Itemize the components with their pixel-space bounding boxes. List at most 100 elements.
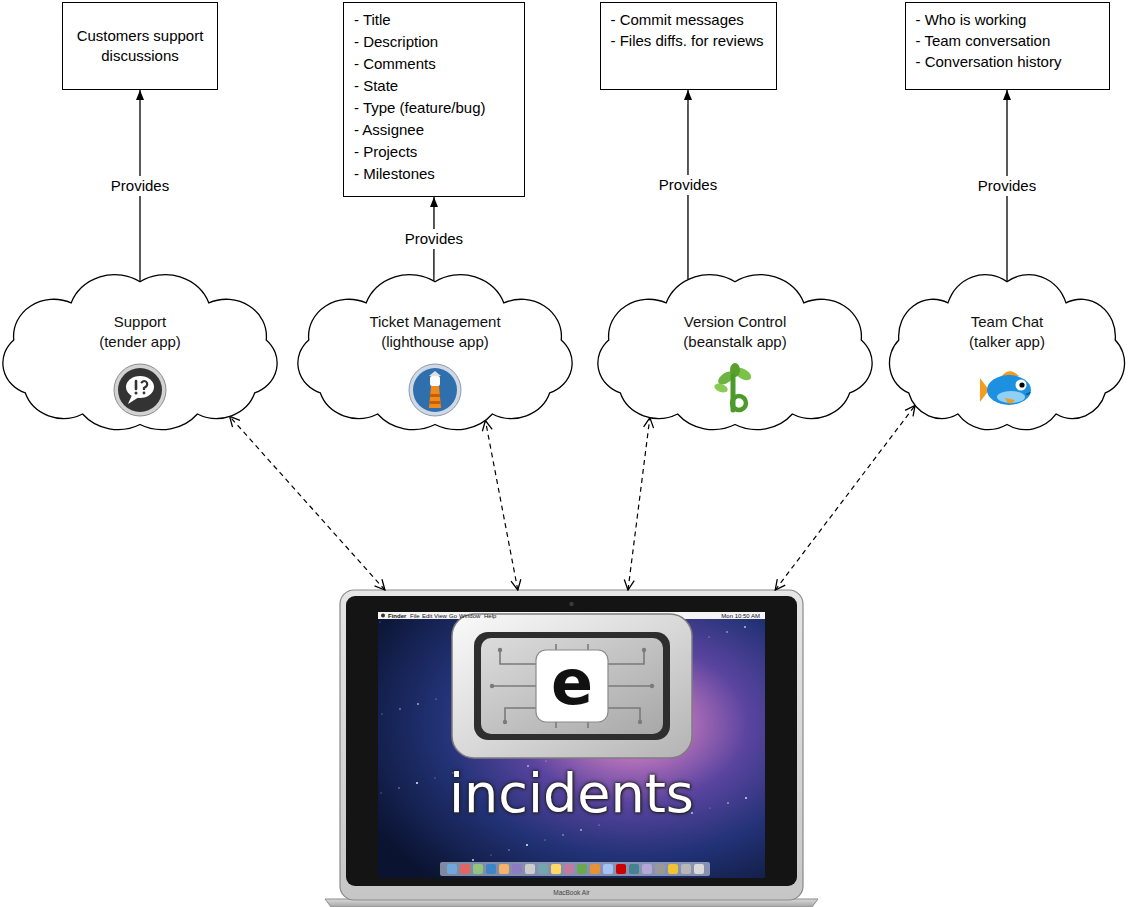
box-text: - Team conversation <box>916 30 1099 51</box>
circuit-trace <box>500 650 536 664</box>
service-cloud: Team Chat(talker app) <box>887 268 1127 433</box>
menu-item: Finder <box>388 613 406 619</box>
laptop-app: incidents <box>340 590 803 907</box>
circuit-trace <box>505 708 536 722</box>
icon-part <box>143 392 146 395</box>
icon-part <box>135 381 138 389</box>
dock-icon <box>590 864 600 874</box>
star <box>726 631 728 633</box>
icon-part <box>713 382 729 394</box>
dock-icon <box>629 864 639 874</box>
circuit-pad <box>503 720 507 724</box>
dock-icon <box>603 864 613 874</box>
star <box>417 703 419 705</box>
star <box>727 802 729 804</box>
circuit-pad <box>642 648 646 652</box>
screen-bezel <box>346 596 797 886</box>
model-name: MacBook Air <box>553 890 590 897</box>
icon-part <box>429 371 441 376</box>
logo-tile <box>536 650 608 722</box>
box-text: - Files diffs. for reviews <box>611 30 766 51</box>
icon-part <box>409 364 461 416</box>
star <box>508 849 510 851</box>
sync-arrow <box>628 418 650 590</box>
cloud-label: Team Chat(talker app) <box>887 312 1127 352</box>
menu-item: File <box>410 613 420 619</box>
menu-item: Edit <box>422 613 432 619</box>
star <box>580 829 582 831</box>
dock-bar <box>440 862 710 876</box>
dock-icon <box>486 864 496 874</box>
info-box: Customers support discussions <box>62 2 218 90</box>
dock-icons <box>447 864 704 874</box>
dock-icon <box>668 864 678 874</box>
icon-part <box>413 368 457 412</box>
box-text: - Assignee <box>354 119 514 141</box>
icon-part <box>1026 392 1030 394</box>
star <box>710 808 711 809</box>
box-text: - State <box>354 75 514 97</box>
service-cloud: Support(tender app) <box>0 268 280 433</box>
menu-item: Window <box>459 613 480 619</box>
star <box>545 840 546 841</box>
circuit-traces <box>492 644 652 728</box>
edge-label: Provides <box>655 175 721 195</box>
dock-icon <box>681 864 691 874</box>
star <box>435 778 436 779</box>
star <box>546 761 547 762</box>
star <box>436 699 437 700</box>
icon-part <box>430 401 441 404</box>
dock-icon <box>655 864 665 874</box>
circuit-pad <box>638 720 642 724</box>
icon-part <box>118 368 162 412</box>
app-name: incidents <box>340 762 803 827</box>
desktop-wallpaper <box>378 612 765 878</box>
edge-label: Provides <box>107 176 173 196</box>
box-text: - Commit messages <box>611 9 766 30</box>
app-icon <box>979 362 1035 418</box>
star <box>744 626 746 628</box>
cloud-shape <box>889 275 1124 430</box>
dock-icon <box>525 864 535 874</box>
circuit-pad <box>650 684 654 688</box>
circuit-trace <box>555 644 557 650</box>
info-box: - Title- Description- Comments- State- T… <box>343 2 525 197</box>
circuit-trace <box>608 708 640 722</box>
chip-frame <box>452 614 692 758</box>
menu-item: Help <box>484 613 496 619</box>
cloud-text: Support <box>0 312 280 332</box>
sync-arrow <box>485 421 517 590</box>
icon-part <box>1016 380 1027 391</box>
info-box: - Commit messages- Files diffs. for revi… <box>600 2 777 90</box>
app-icon <box>407 362 463 418</box>
star <box>416 782 418 784</box>
circuit-pads <box>490 648 654 724</box>
box-text: - Title <box>354 9 514 31</box>
circuit-trace <box>608 650 644 664</box>
cloud-label: Ticket Management(lighthouse app) <box>295 312 575 352</box>
box-text: - Who is working <box>916 9 1099 30</box>
laptop-lid <box>340 590 803 900</box>
sync-arrow <box>775 405 915 590</box>
camera-dot <box>569 602 573 606</box>
dock-icon <box>551 864 561 874</box>
icon-part <box>987 375 1031 405</box>
icon-part <box>135 392 138 395</box>
box-text: - Type (feature/bug) <box>354 97 514 119</box>
dock-icon <box>616 864 626 874</box>
service-cloud: Ticket Management(lighthouse app) <box>295 268 575 433</box>
cloud-text: Version Control <box>595 312 875 332</box>
box-text: - Comments <box>354 53 514 75</box>
icon-part <box>997 391 1025 403</box>
star <box>380 622 381 623</box>
icon-part <box>141 381 147 390</box>
icon-part <box>114 364 166 416</box>
icon-part <box>430 376 440 386</box>
app-icon <box>112 362 168 418</box>
info-box: - Who is working- Team conversation- Con… <box>905 2 1110 90</box>
cloud-shape <box>598 275 872 430</box>
star <box>709 637 710 638</box>
circuit-pad <box>490 684 494 688</box>
star <box>381 793 382 794</box>
